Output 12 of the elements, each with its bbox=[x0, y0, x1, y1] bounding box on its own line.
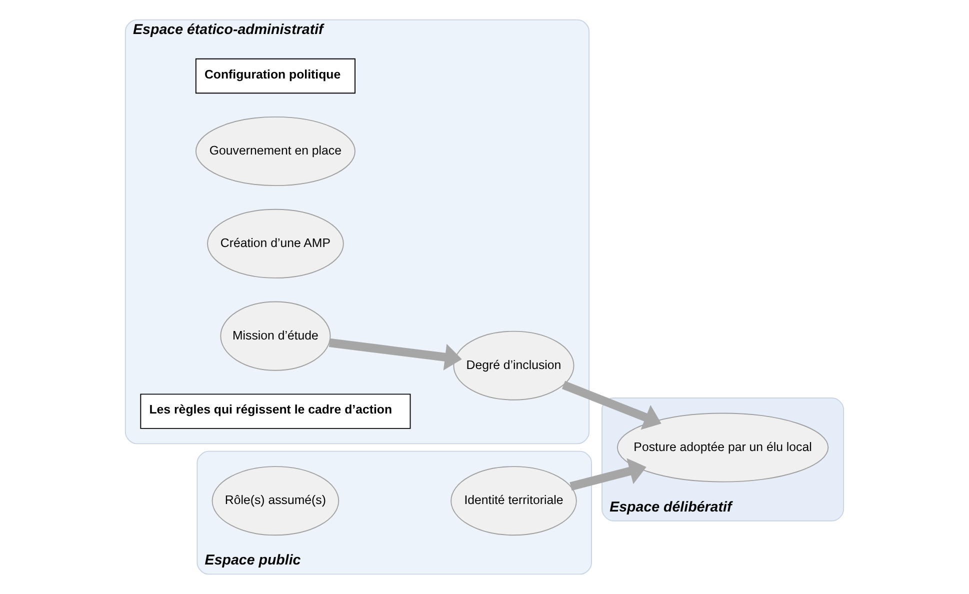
node-ellipse: Rôle(s) assumé(s) bbox=[212, 466, 340, 536]
node-ellipse: Degré d’inclusion bbox=[453, 330, 574, 400]
arrow bbox=[562, 380, 662, 430]
node-ellipse: Mission d’étude bbox=[220, 301, 331, 371]
node-ellipse: Gouvernement en place bbox=[195, 116, 356, 186]
node-ellipse: Posture adoptée par un élu local bbox=[616, 412, 829, 482]
arrow bbox=[570, 458, 646, 491]
node-box: Les règles qui régissent le cadre d’action bbox=[140, 394, 411, 429]
node-box: Configuration politique bbox=[195, 58, 356, 94]
arrow bbox=[328, 338, 462, 370]
node-ellipse: Identité territoriale bbox=[450, 466, 577, 536]
node-ellipse: Création d’une AMP bbox=[207, 208, 344, 278]
